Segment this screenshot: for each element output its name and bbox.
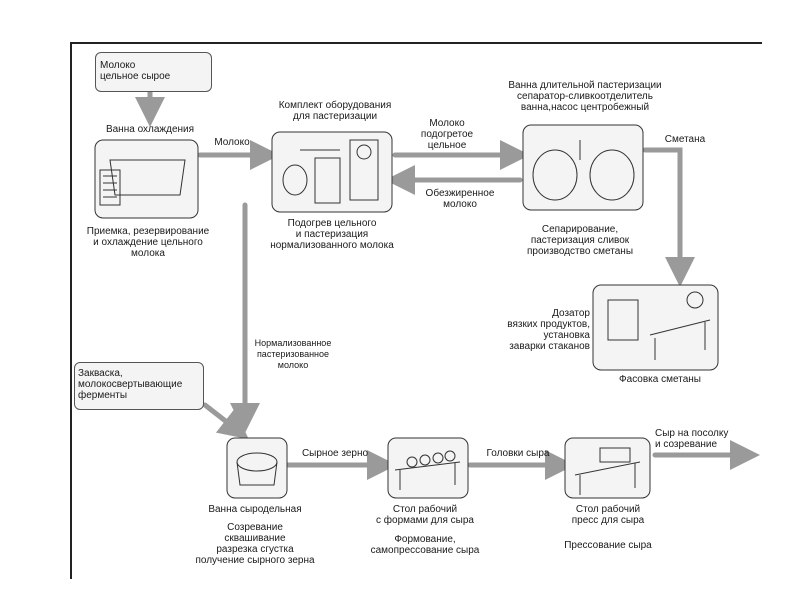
forming-title-line-2: с формами для сыра xyxy=(376,515,474,526)
cheese-vat-title: Ванна сыродельная xyxy=(208,504,302,515)
to-salting-label: Сыр на посолку и созревание xyxy=(655,428,750,450)
diagram-frame xyxy=(70,42,762,579)
separator-title-line-3: ванна,насос центробежный xyxy=(520,102,650,113)
press-title-line-1: Стол рабочий xyxy=(575,504,641,515)
press-title-line-2: пресс для сыра xyxy=(571,515,645,526)
heated-milk-line-2: подогретое xyxy=(420,129,474,140)
starter-line-3: ферменты xyxy=(78,390,128,401)
cooling-caption-line-3: молока xyxy=(131,248,165,259)
cooling-caption-line-2: и охлаждение цельного xyxy=(93,237,203,248)
pasteurization-title-line-1: Комплект оборудования xyxy=(278,100,392,111)
forming-caption-line-1: Формование, xyxy=(394,534,456,545)
skim-milk-line-2: молоко xyxy=(443,199,477,210)
starter-label: Закваска, молокосвертывающие ферменты xyxy=(78,368,198,401)
cheese-vat-caption-line-3: разрезка сгустка xyxy=(216,544,294,555)
cheese-vat-caption-line-1: Созревание xyxy=(227,522,283,533)
pasteurization-caption-line-3: нормализованного молока xyxy=(270,240,394,251)
normalized-milk-line-2: пастеризованное xyxy=(256,349,330,359)
separator-caption: Сепарирование, пастеризация сливок произ… xyxy=(510,224,650,257)
arrow-starter xyxy=(202,402,249,440)
forming-caption-line-2: самопрессование сыра xyxy=(370,545,480,556)
skim-milk-label: Обезжиренное молоко xyxy=(420,188,500,210)
pasteurization-kit-title: Комплект оборудования для пастеризации xyxy=(260,100,410,122)
cheese-heads-arrow-label: Головки сыра xyxy=(486,448,550,459)
starter-box xyxy=(74,362,204,410)
input-milk-label: Молоко цельное сырое xyxy=(100,60,205,82)
cheese-vat-caption-line-4: получение сырного зерна xyxy=(195,555,315,566)
pasteurization-caption-line-1: Подогрев цельного xyxy=(287,218,377,229)
heated-milk-line-1: Молоко xyxy=(429,118,465,129)
dispenser-line-1: Дозатор xyxy=(552,308,590,319)
cheese-vat-illustration xyxy=(226,437,288,499)
packing-caption: Фасовка сметаны xyxy=(619,374,701,385)
dispenser-line-4: заварки стаканов xyxy=(509,341,590,352)
separator-title: Ванна длительной пастеризации сепаратор-… xyxy=(495,80,675,113)
cooling-caption: Приемка, резервирование и охлаждение цел… xyxy=(78,226,218,259)
input-milk-line-2: цельное сырое xyxy=(100,71,171,82)
cooling-caption-line-1: Приемка, резервирование xyxy=(86,226,210,237)
forming-table-title: Стол рабочий с формами для сыра xyxy=(360,504,490,526)
separator-illustration xyxy=(522,124,644,211)
sour-cream-arrow-label: Сметана xyxy=(664,134,706,145)
dispenser-label: Дозатор вязких продуктов, установка зава… xyxy=(480,308,590,352)
pasteurization-caption: Подогрев цельного и пастеризация нормали… xyxy=(262,218,402,251)
press-table-title: Стол рабочий пресс для сыра xyxy=(548,504,668,526)
skim-milk-line-1: Обезжиренное xyxy=(425,188,495,199)
normalized-milk-line-3: молоко xyxy=(277,360,309,370)
to-salting-line-1: Сыр на посолку xyxy=(655,428,729,439)
separator-title-line-2: сепаратор-сливкоотделитель xyxy=(517,91,653,102)
normalized-milk-label: Нормализованное пастеризованное молоко xyxy=(238,338,348,371)
input-milk-box xyxy=(95,52,212,92)
separator-title-line-1: Ванна длительной пастеризации xyxy=(508,80,662,91)
separator-caption-line-3: производство сметаны xyxy=(526,246,634,257)
pasteurization-title-line-2: для пастеризации xyxy=(292,111,378,122)
arrow-sour-cream xyxy=(642,147,695,287)
starter-line-2: молокосвертывающие xyxy=(78,379,183,390)
separator-caption-line-1: Сепарирование, xyxy=(541,224,619,235)
input-milk-line-1: Молоко xyxy=(100,60,136,71)
cooling-bath-title: Ванна охлаждения xyxy=(105,124,195,135)
to-salting-line-2: и созревание xyxy=(655,439,718,450)
cheese-vat-caption-line-2: сквашивание xyxy=(224,533,286,544)
forming-title-line-1: Стол рабочий xyxy=(392,504,458,515)
normalized-milk-line-1: Нормализованное xyxy=(254,338,332,348)
heated-milk-line-3: цельное xyxy=(427,140,467,151)
dispenser-line-3: установка xyxy=(543,330,590,341)
arrow-milk-label: Молоко xyxy=(214,137,250,148)
cheese-grain-arrow-label: Сырное зерно xyxy=(301,448,369,459)
heated-milk-label: Молоко подогретое цельное xyxy=(412,118,482,151)
pasteurization-caption-line-2: и пастеризация xyxy=(295,229,369,240)
forming-caption: Формование, самопрессование сыра xyxy=(360,534,490,556)
cheese-vat-caption: Созревание сквашивание разрезка сгустка … xyxy=(180,522,330,566)
forming-table-illustration xyxy=(387,437,469,499)
packing-illustration xyxy=(592,284,719,371)
starter-line-1: Закваска, xyxy=(78,368,123,379)
dispenser-line-2: вязких продуктов, xyxy=(507,319,590,330)
separator-caption-line-2: пастеризация сливок xyxy=(530,235,630,246)
press-caption: Прессование сыра xyxy=(564,540,652,551)
